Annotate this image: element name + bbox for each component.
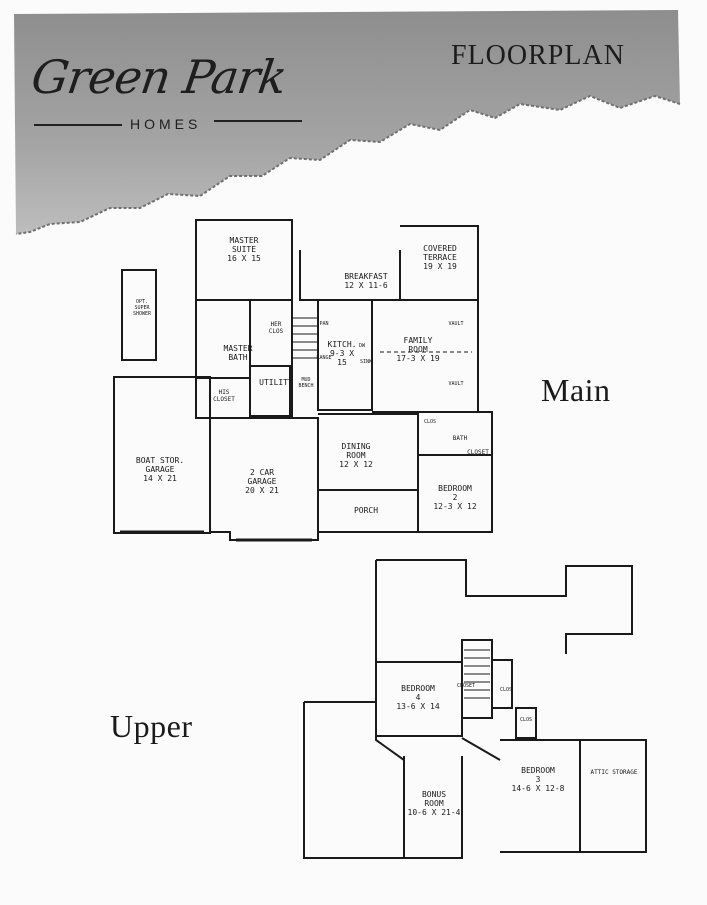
room-label-breakfast: BREAKFAST 12 X 11-6 <box>344 272 388 291</box>
main-floor-walls <box>113 219 493 542</box>
logo-rule-right <box>214 120 302 122</box>
minor-label-9: CLOSET <box>456 683 476 689</box>
wall-attic-storage <box>580 739 647 853</box>
room-label-covered-terrace: COVERED TERRACE 19 X 19 <box>423 244 457 272</box>
room-label-porch: PORCH <box>353 506 379 515</box>
room-label-bedroom-2: BEDROOM 2 12-3 X 12 <box>433 484 477 512</box>
room-label-master-bath: MASTER BATH <box>223 344 253 363</box>
minor-label-3: VAULT <box>448 321 464 327</box>
minor-label-7: RANGE <box>316 355 332 361</box>
wall-kitchen <box>317 300 373 411</box>
room-label-utility: UTILITY <box>259 378 293 387</box>
room-label-his-closet: HIS CLOSET <box>213 389 235 403</box>
room-label-closet: CLOSET <box>467 449 489 456</box>
room-label-bonus-room: BONUS ROOM 10-6 X 21-4 <box>407 790 461 818</box>
room-label-bath: BATH <box>452 435 468 442</box>
minor-label-8: SINK <box>359 359 373 365</box>
logo-rule-left <box>34 124 122 126</box>
minor-label-6: CLOS <box>423 419 437 425</box>
room-label-boat-storage-garage: BOAT STOR. GARAGE 14 X 21 <box>135 456 185 484</box>
upper-closet-b <box>515 707 537 739</box>
wall-breakfast <box>299 250 401 301</box>
wall-bedroom-2 <box>418 411 493 533</box>
main-floor-label: Main <box>541 372 611 408</box>
wall-master-suite <box>195 219 293 301</box>
minor-label-11: CLOS <box>519 717 533 723</box>
room-label-bedroom-3: BEDROOM 3 14-6 X 12-8 <box>511 766 565 794</box>
banner-torn-edge <box>15 94 681 235</box>
minor-label-5: MUD BENCH <box>298 377 314 389</box>
upper-stairs <box>464 649 490 699</box>
minor-label-2: DW <box>358 343 366 349</box>
upper-floor-walls <box>303 559 647 859</box>
minor-label-4: VAULT <box>448 381 464 387</box>
upper-closet-a <box>491 659 513 709</box>
room-label-her-closet: HER CLOS <box>268 321 284 335</box>
page-title: FLOORPLAN <box>451 40 625 71</box>
wall-bedroom-3 <box>500 739 581 853</box>
room-label-master-suite: MASTER SUITE 16 X 15 <box>227 236 261 264</box>
upper-stairs-well <box>461 639 493 719</box>
wall-utility <box>249 365 291 417</box>
brand-logo-sub: HOMES <box>130 116 202 132</box>
upper-hall <box>461 737 501 761</box>
upper-floor-label: Upper <box>110 708 193 744</box>
room-label-attic-storage: ATTIC STORAGE <box>590 769 638 776</box>
room-label-kitchen: KITCH. 9-3 X 15 <box>327 340 357 368</box>
main-stairs <box>292 317 318 359</box>
minor-label-1: PAN <box>319 321 329 327</box>
room-label-bedroom-4: BEDROOM 4 13-6 X 14 <box>396 684 440 712</box>
wall-porch <box>317 490 419 533</box>
wall-attic-left <box>303 701 405 859</box>
room-label-two-car-garage: 2 CAR GARAGE 20 X 21 <box>245 468 279 496</box>
room-label-dining-room: DINING ROOM 12 X 12 <box>339 442 373 470</box>
banner-torn-shape <box>14 10 680 234</box>
wall-dining-room <box>318 413 419 491</box>
minor-label-0: OPT. SUPER SHOWER <box>132 299 152 317</box>
minor-label-10: CLOS <box>499 687 513 693</box>
upper-roof-outline <box>376 559 633 654</box>
wall-opt-shower <box>121 269 157 361</box>
header-banner <box>14 10 681 235</box>
room-label-family-room: FAMILY ROOM 17-3 X 19 <box>396 336 440 364</box>
